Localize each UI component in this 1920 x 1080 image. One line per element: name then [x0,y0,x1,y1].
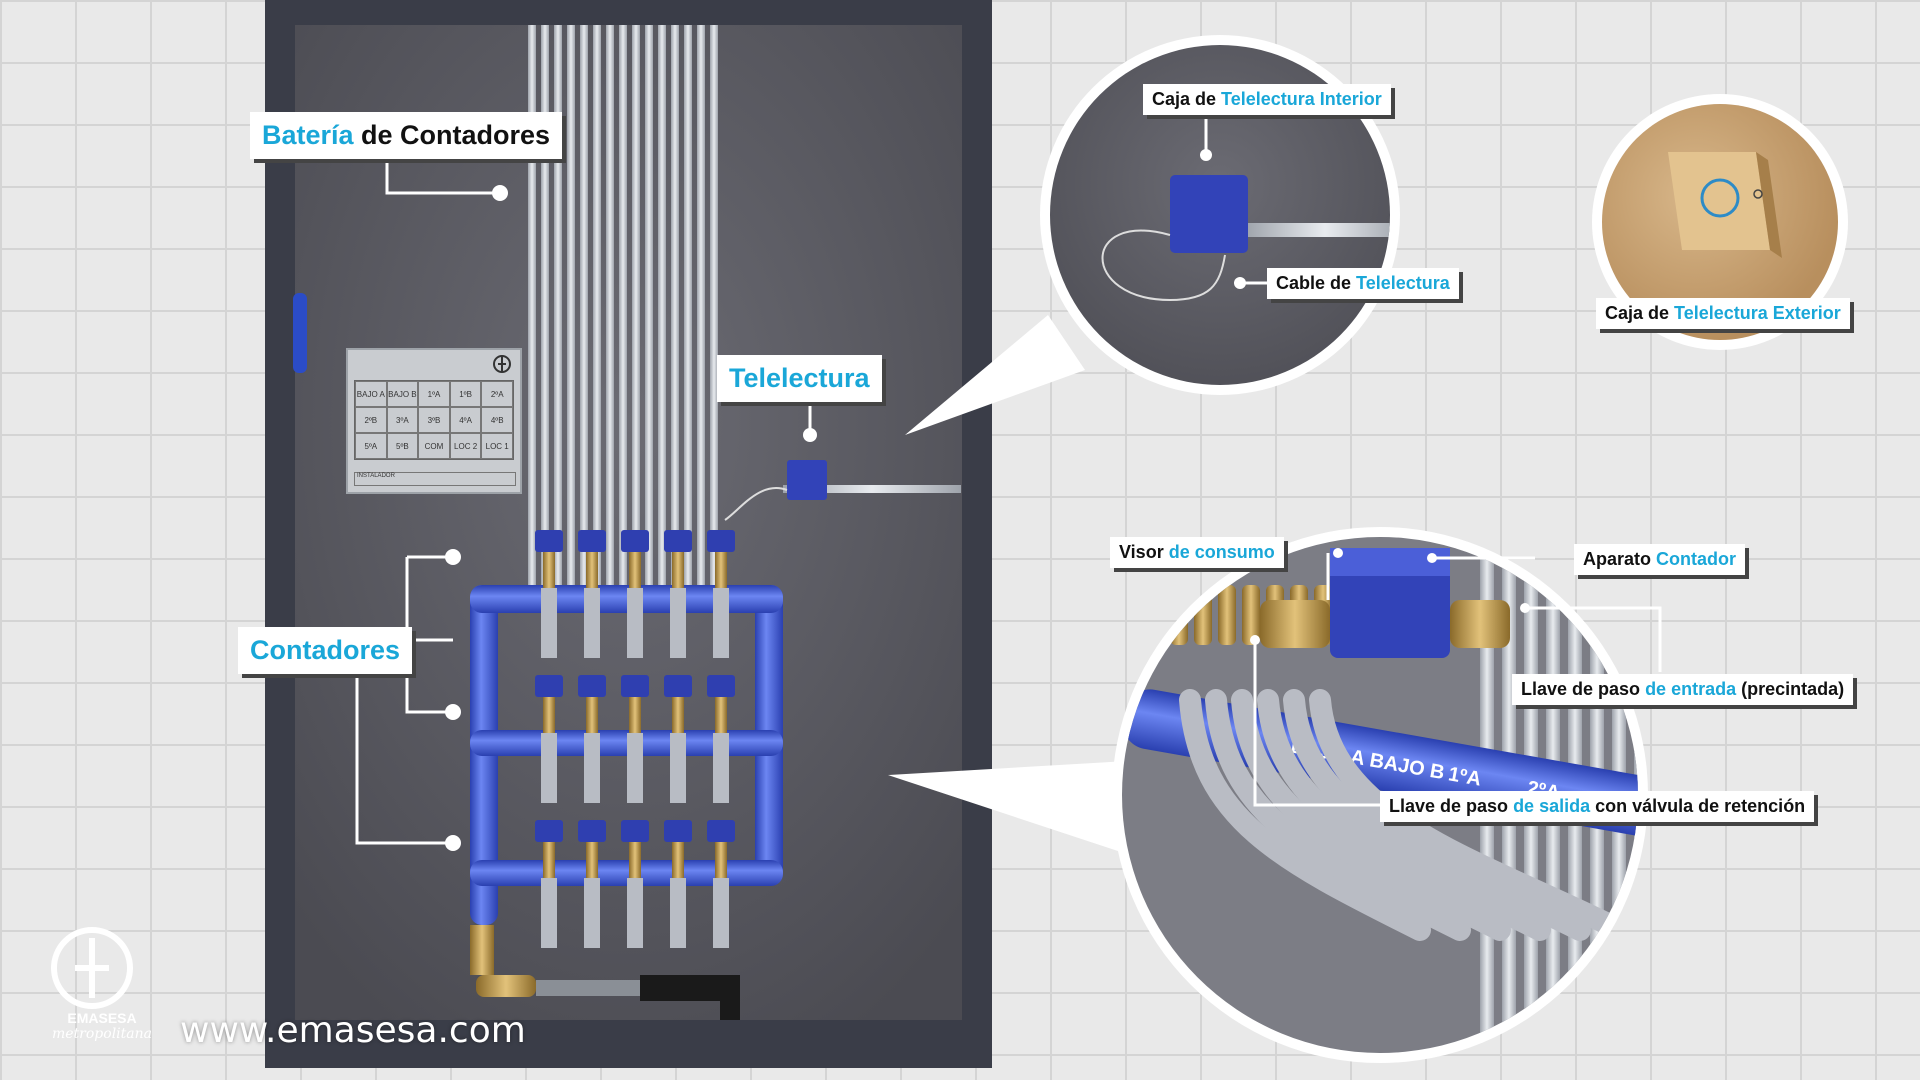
website-url[interactable]: www.emasesa.com [180,1010,526,1051]
emasesa-logo-icon [51,927,133,1009]
vertical-tube [554,25,562,585]
plate-cell: 4ºB [481,407,513,433]
label-cable-telelectura: Cable de Telelectura [1267,268,1459,299]
callout-dots [445,185,508,851]
telelectura-box [724,400,961,521]
plate-cell: 1ºB [449,381,482,407]
plate-cell: BAJO B [386,381,419,407]
meter-unit [578,820,606,948]
vertical-tubes [528,25,718,585]
label-bateria-de-contadores: Batería de Contadores [250,112,563,159]
vertical-tube [710,25,718,585]
label-llave-paso-entrada: Llave de paso de entrada (precintada) [1512,674,1854,705]
plate-cell: 4ºA [449,407,482,433]
vertical-tube [580,25,588,585]
meter-unit [535,530,563,658]
vertical-tube [697,25,705,585]
meter-unit [664,530,692,658]
label-telelectura: Telelectura [717,355,882,402]
meter-unit [578,530,606,658]
meter-units [535,530,735,948]
label-caja-telelectura-interior: Caja de Telelectura Interior [1143,84,1391,115]
cabinet-latch [293,293,307,373]
plate-cell: 2ºA [481,381,513,407]
meter-unit [707,675,735,803]
label-visor-de-consumo: Visor de consumo [1110,537,1284,568]
bottom-magnifier-pointer [888,760,1145,855]
meter-unit [578,675,606,803]
brand-block: EMASESA metropolitana [52,920,152,1042]
meter-unit [621,675,649,803]
vertical-tube [528,25,536,585]
label-llave-paso-salida: Llave de paso de salida con válvula de r… [1380,791,1815,822]
meter-unit [621,820,649,948]
inlet-valve [470,925,740,1020]
plate-cell: LOC 2 [449,433,482,459]
brand-subtitle: metropolitana [52,1026,152,1042]
vertical-tube [632,25,640,585]
plate-cell: 3ºA [386,407,419,433]
magnifier-telelectura-exterior [1592,94,1848,350]
vertical-tube [593,25,601,585]
meter-unit [664,820,692,948]
vertical-tube [619,25,627,585]
top-magnifier-pointer [905,315,1085,435]
brand-name: EMASESA [67,1010,137,1026]
plate-logo-icon [493,355,511,373]
plate-header [348,350,520,373]
meter-unit [707,530,735,658]
plate-footer: INSTALADOR [354,472,516,486]
cabinet-concrete-back [295,25,962,1020]
vertical-tube [684,25,692,585]
plate-cell: BAJO A [355,381,387,407]
label-contadores: Contadores [238,627,413,674]
vertical-tube [645,25,653,585]
plate-cell: 3ºB [418,407,450,433]
meter-unit [535,675,563,803]
vertical-tube [567,25,575,585]
vertical-tube [671,25,679,585]
plate-cell: 1ºA [418,381,450,407]
plate-cell: 2ºB [355,407,387,433]
exterior-box-logo-icon [1700,178,1740,218]
vertical-tube [541,25,549,585]
label-caja-telelectura-exterior: Caja de Telelectura Exterior [1596,298,1850,329]
vertical-tube [606,25,614,585]
vertical-tube [658,25,666,585]
label-aparato-contador: Aparato Contador [1574,544,1746,575]
plate-cell: 5ºA [355,433,387,459]
plate-cell: 5ºB [386,433,419,459]
plate-cell: LOC 1 [481,433,513,459]
meter-unit [621,530,649,658]
meter-unit [664,675,692,803]
plate-cell: COM [418,433,450,459]
meter-unit [707,820,735,948]
meter-unit [535,820,563,948]
